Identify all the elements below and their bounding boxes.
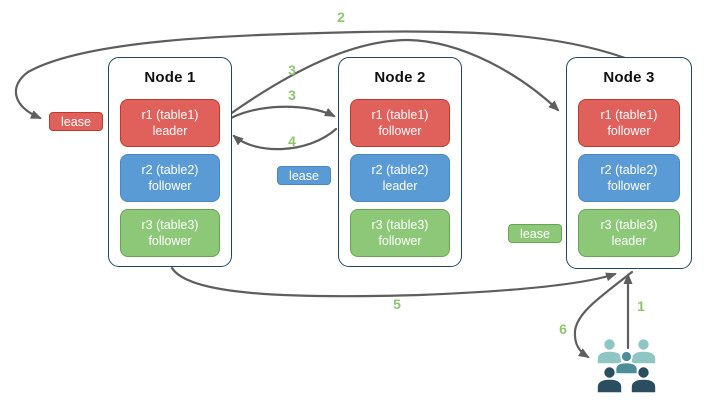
replica-role: follower [378, 124, 422, 138]
user-back-right [630, 337, 657, 365]
replica-name: r1 (table1) [371, 107, 429, 122]
replica-role: follower [607, 124, 651, 138]
node-3-replica-r1: r1 (table1) follower [578, 99, 680, 147]
node-1-title: Node 1 [144, 69, 196, 86]
lease-badge-table3: lease [508, 224, 562, 243]
replica-name: r1 (table1) [600, 107, 658, 122]
node-3-replica-r2: r2 (table2) follower [578, 154, 680, 202]
node-1-replica-r2: r2 (table2) follower [120, 154, 220, 202]
replica-role: follower [148, 179, 192, 193]
arrow-step2-node3-to-lease1 [14, 30, 627, 120]
arrow-step6-node3-to-clients [573, 270, 634, 359]
replica-name: r3 (table3) [371, 217, 429, 232]
replica-name: r1 (table1) [141, 107, 199, 122]
node-1-replica-r3: r3 (table3) follower [120, 209, 220, 257]
user-back-left [596, 337, 623, 365]
step-label-3b: 3 [288, 87, 296, 103]
arrow-step5-node1-to-node3 [170, 266, 617, 298]
replica-name: r2 (table2) [371, 162, 429, 177]
node-3-replica-r3: r3 (table3) leader [578, 209, 680, 257]
user-front-left [596, 365, 623, 394]
step-label-5: 5 [393, 296, 401, 312]
replica-role: follower [378, 234, 422, 248]
replica-name: r2 (table2) [141, 162, 199, 177]
users-group-icon [596, 337, 657, 394]
arrow-step3-node1-to-node3 [224, 38, 560, 119]
node-2-replica-r1: r1 (table1) follower [350, 99, 450, 147]
replica-name: r3 (table3) [141, 217, 199, 232]
arrow-step4-node2-to-node1 [232, 127, 338, 151]
replica-role: follower [607, 179, 651, 193]
lease-badge-table2: lease [277, 166, 331, 185]
step-label-3a: 3 [288, 62, 296, 78]
node-1-box: Node 1 r1 (table1) leader r2 (table2) fo… [108, 57, 232, 267]
replica-role: follower [148, 234, 192, 248]
node-2-replica-r3: r3 (table3) follower [350, 209, 450, 257]
user-middle [614, 350, 639, 375]
node-3-box: Node 3 r1 (table1) follower r2 (table2) … [566, 57, 692, 269]
node-2-replica-r2: r2 (table2) leader [350, 154, 450, 202]
lease-badge-table1: lease [49, 112, 103, 131]
replica-role: leader [152, 124, 188, 138]
replica-role: leader [611, 234, 647, 248]
node-2-title: Node 2 [374, 69, 426, 86]
node-1-replica-r1: r1 (table1) leader [120, 99, 220, 147]
replica-role: leader [382, 179, 418, 193]
replica-name: r3 (table3) [600, 217, 658, 232]
node-2-box: Node 2 r1 (table1) follower r2 (table2) … [338, 57, 462, 267]
arrow-step3-node1-to-node2 [224, 105, 336, 123]
user-front-right [630, 365, 657, 394]
step-label-6: 6 [559, 321, 567, 337]
step-label-2: 2 [337, 9, 345, 25]
step-label-4: 4 [288, 133, 296, 149]
replica-name: r2 (table2) [600, 162, 658, 177]
node-3-title: Node 3 [603, 69, 655, 86]
step-label-1: 1 [637, 298, 645, 314]
